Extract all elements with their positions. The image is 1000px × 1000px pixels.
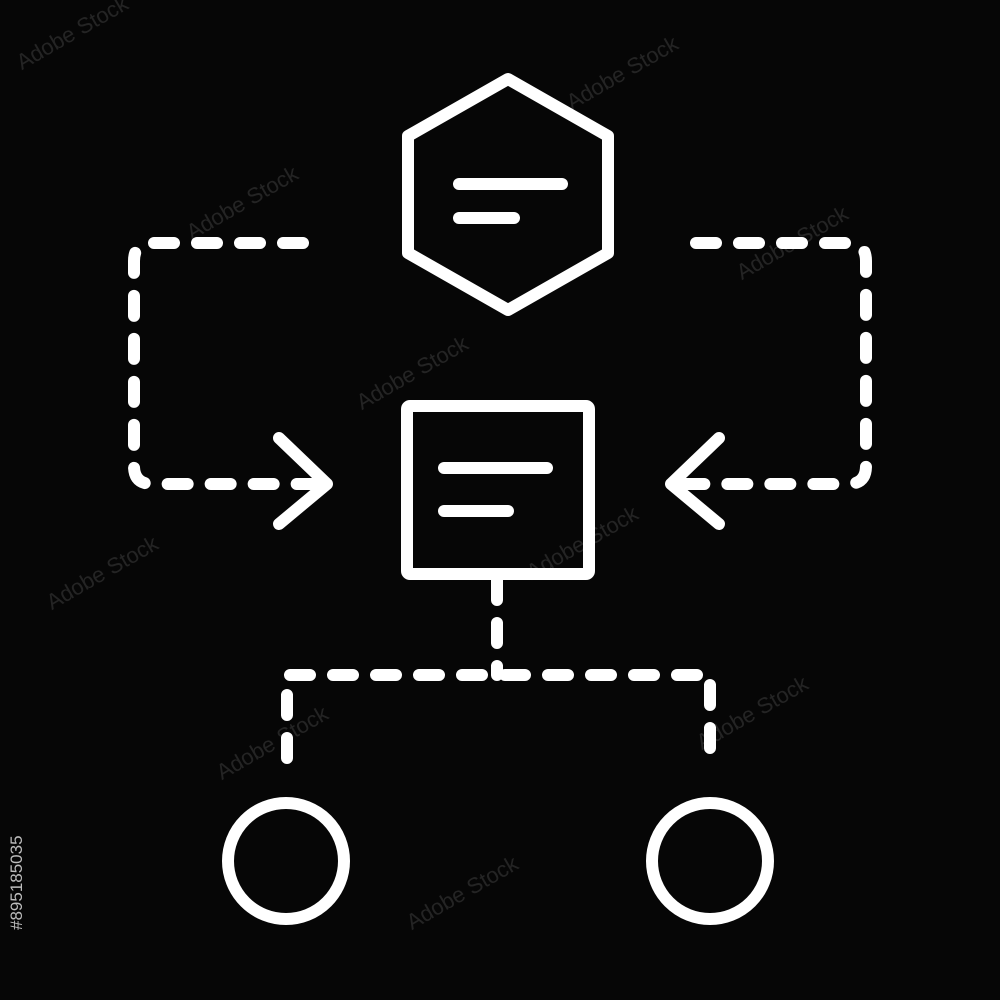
dashed-branch [281,669,716,764]
arrow-left-icon [665,432,725,530]
branch-connector [281,574,716,764]
hexagon-node [402,73,614,316]
square-node [401,400,595,580]
dashed-path [128,237,326,490]
arrow-right-icon [273,432,333,530]
text-lines-icon [438,462,553,517]
circle-node-left [222,797,350,925]
stock-id-label: #895185035 [6,770,28,930]
left-loop-connector [128,237,333,530]
dashed-path [674,237,872,490]
hexagon-shape [402,73,614,316]
right-loop-connector [665,237,872,530]
text-lines-icon [453,178,568,224]
stock-id-text: #895185035 [7,835,26,930]
circle-node-right [646,797,774,925]
square-shape [401,400,595,580]
